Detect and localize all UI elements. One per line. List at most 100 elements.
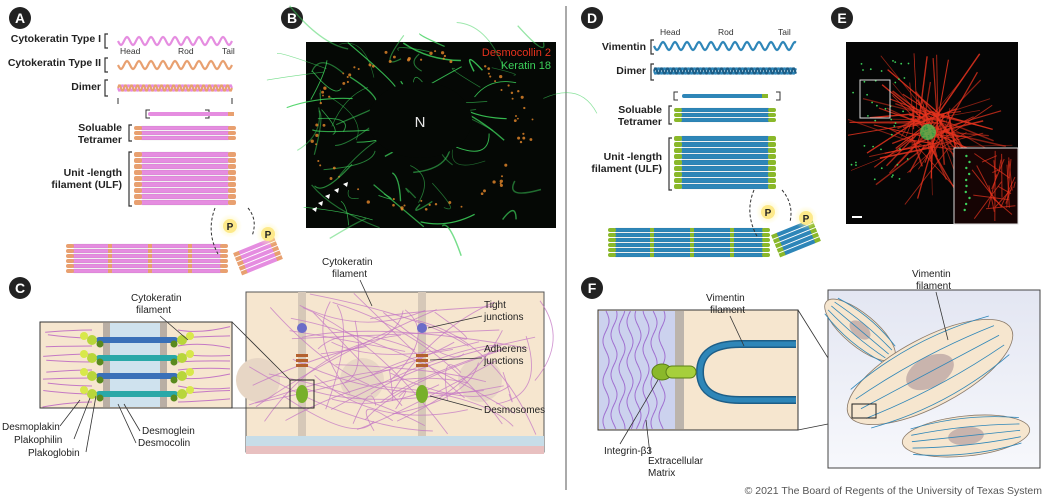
desmocollin-dot xyxy=(500,88,503,92)
long-keratin-tip-right xyxy=(220,249,228,253)
fragment-vimentin-tip xyxy=(776,246,784,253)
panel-e: E xyxy=(831,7,1019,225)
ulf-keratin-tip-right xyxy=(228,152,236,157)
inset-dot xyxy=(967,172,971,176)
ecm-fiber xyxy=(642,310,650,429)
vimentin-fiber xyxy=(924,81,932,117)
plakoglobin-dot-right xyxy=(170,358,178,366)
ecm-fiber xyxy=(634,310,642,430)
ulf-vimentin-strand xyxy=(679,183,771,190)
ulf-vimentin-strand xyxy=(679,159,771,166)
long-vimentin-segment xyxy=(690,228,694,232)
ulf-vimentin-tip-right xyxy=(768,136,776,141)
desmocollin-dot xyxy=(338,175,341,178)
keratin-fiber xyxy=(468,58,483,72)
vim-ulf-label-2: filament (ULF) xyxy=(591,163,662,175)
ck-fiber-right xyxy=(177,326,231,332)
keratin-fiber xyxy=(502,209,517,220)
cytokeratin-fiber xyxy=(356,360,497,430)
long-keratin-tip-left xyxy=(66,259,74,263)
plakoglobin-dot-right xyxy=(170,376,178,384)
integrin-dot xyxy=(862,69,864,71)
keratin-fiber xyxy=(410,165,425,203)
vimentin-strand xyxy=(910,416,1019,430)
vimentin-strand xyxy=(855,325,995,400)
ck-fiber-right xyxy=(177,385,231,390)
long-vimentin-tip-right xyxy=(762,253,770,257)
integrin-dot xyxy=(855,164,857,167)
integrin-dot xyxy=(890,133,893,136)
long-vimentin-segment xyxy=(690,253,694,257)
vimentin-fiber xyxy=(913,53,918,116)
keratin-fiber xyxy=(397,47,430,53)
keratin-fiber xyxy=(456,22,505,68)
bracket-type1 xyxy=(104,33,108,49)
long-keratin-segment xyxy=(108,254,112,258)
ck-fiber-right xyxy=(177,343,231,349)
vimentin-coil xyxy=(653,40,797,52)
long-vimentin-tip-right xyxy=(762,238,770,242)
bracket-type2 xyxy=(104,57,108,73)
long-keratin-tip-right xyxy=(220,254,228,258)
long-keratin-strand xyxy=(71,248,223,254)
integrin-dot xyxy=(899,148,901,151)
ulf-keratin-strand xyxy=(139,151,231,158)
vim-phospho-arrow-left xyxy=(749,189,759,239)
fibroblast-group xyxy=(824,297,896,363)
ulf-keratin-strand xyxy=(139,175,231,182)
plakoglobin-dot-right xyxy=(170,394,178,402)
cytokeratin-fiber xyxy=(370,306,494,320)
integrin-dot xyxy=(863,80,866,83)
ulf-keratin-tip-left xyxy=(134,176,142,181)
inset-dot xyxy=(963,208,966,212)
cytokeratin-filament-right-1: Cytokeratin xyxy=(322,257,373,268)
tetramer-keratin-strand xyxy=(139,125,231,131)
integrin-dot xyxy=(898,78,900,80)
long-keratin-segment xyxy=(188,254,192,258)
fragment-keratin-tip xyxy=(233,250,241,257)
desmocollin-dot xyxy=(332,166,336,170)
vimentin-fiber xyxy=(887,69,945,119)
vimentin-fiber xyxy=(873,124,922,137)
desmocollin-dot xyxy=(392,198,395,201)
nucleus-region xyxy=(368,82,472,158)
membrane-right xyxy=(160,323,167,407)
keratin-fiber xyxy=(474,81,517,98)
bracket-dimer xyxy=(104,79,108,97)
cytokeratin-type1-coil xyxy=(117,35,233,47)
keratin-fiber xyxy=(373,184,425,228)
bracket-vim-tetramer xyxy=(668,105,672,125)
ulf-vimentin-strand xyxy=(679,141,771,148)
keratin-fiber xyxy=(402,42,461,62)
tetramer-vimentin-tip-left xyxy=(674,118,682,122)
vimentin-fiber xyxy=(914,143,956,188)
ulf-vimentin-strand xyxy=(679,171,771,178)
long-vimentin-segment xyxy=(730,228,734,232)
keratin-fiber xyxy=(339,42,375,78)
plakophilin-dot xyxy=(80,332,88,340)
long-vimentin-segment xyxy=(650,233,654,237)
cytokeratin-fiber xyxy=(332,301,503,425)
vimentin-fiber xyxy=(894,113,945,168)
long-vimentin-tip-left xyxy=(608,248,616,252)
vim-phospho-marker-2 xyxy=(799,211,813,225)
desmocollin-dot xyxy=(419,58,423,61)
cytokeratin-type2-coil xyxy=(117,59,233,71)
desmocollin-dot xyxy=(388,59,392,64)
cytokeratin-fiber xyxy=(313,312,403,407)
desmocollin-dot xyxy=(492,180,496,184)
long-vimentin-segment xyxy=(650,253,654,257)
long-vimentin-strand xyxy=(613,247,765,253)
adherens-label-2: junctions xyxy=(483,356,523,367)
ecm-fiber xyxy=(610,310,618,430)
long-vimentin-segment xyxy=(730,233,734,237)
tetramer-keratin-tip-right xyxy=(228,136,236,140)
vimentin-fiber xyxy=(912,140,923,167)
ulf-keratin-tip-left xyxy=(134,188,142,193)
keratin-fiber xyxy=(347,189,359,199)
keratin-fiber xyxy=(321,109,336,135)
ulf-keratin-strand xyxy=(139,187,231,194)
vim-dimer-rod-bracket xyxy=(673,91,781,101)
vimentin-fiber xyxy=(869,144,921,158)
